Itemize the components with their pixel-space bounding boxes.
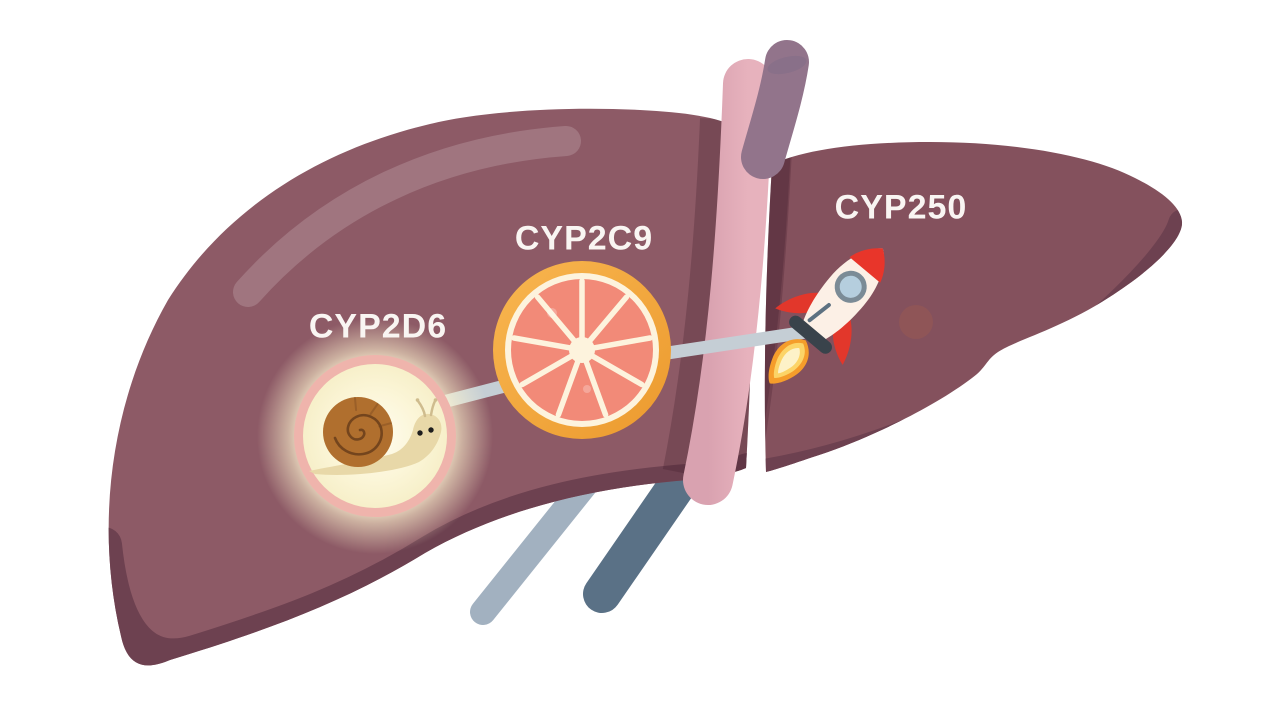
rocket-body-stripe [807, 303, 831, 323]
grapefruit-icon [493, 261, 671, 439]
liver-right-lobe [764, 142, 1183, 472]
snail-shell-spiral [333, 413, 383, 456]
snail-tentacle-left [416, 399, 427, 418]
label-cyp250: CYP250 [834, 188, 968, 227]
snail-tentacle-right [429, 399, 437, 417]
rocket-window [834, 270, 867, 303]
vena-cava-vessel [741, 40, 809, 179]
rocket-icon [768, 248, 885, 384]
snail-eye [428, 427, 434, 433]
liver-gloss-highlight [233, 126, 581, 307]
snail-tentacle-knob [433, 398, 438, 402]
grapefruit-core [569, 337, 595, 363]
label-cyp2c9: CYP2C9 [514, 219, 654, 258]
grapefruit-segment-lines [511, 278, 653, 418]
snail-icon [257, 318, 493, 554]
rocket-tail-band [789, 315, 832, 354]
snail-eye [417, 430, 423, 436]
vena-cava-cap [767, 55, 807, 75]
label-cyp2d6: CYP2D6 [308, 307, 448, 346]
liver-blush-spot [899, 305, 933, 339]
snail-tentacle-knob [415, 398, 420, 402]
snail-body [309, 413, 442, 475]
rocket-flame-core [778, 348, 800, 374]
rocket-nose-cone [849, 248, 885, 283]
grapefruit-sheen [583, 385, 591, 393]
grapefruit-sheen [547, 308, 557, 318]
rocket-fin-right [832, 317, 852, 365]
right-lobe-edge-shade [764, 149, 792, 472]
